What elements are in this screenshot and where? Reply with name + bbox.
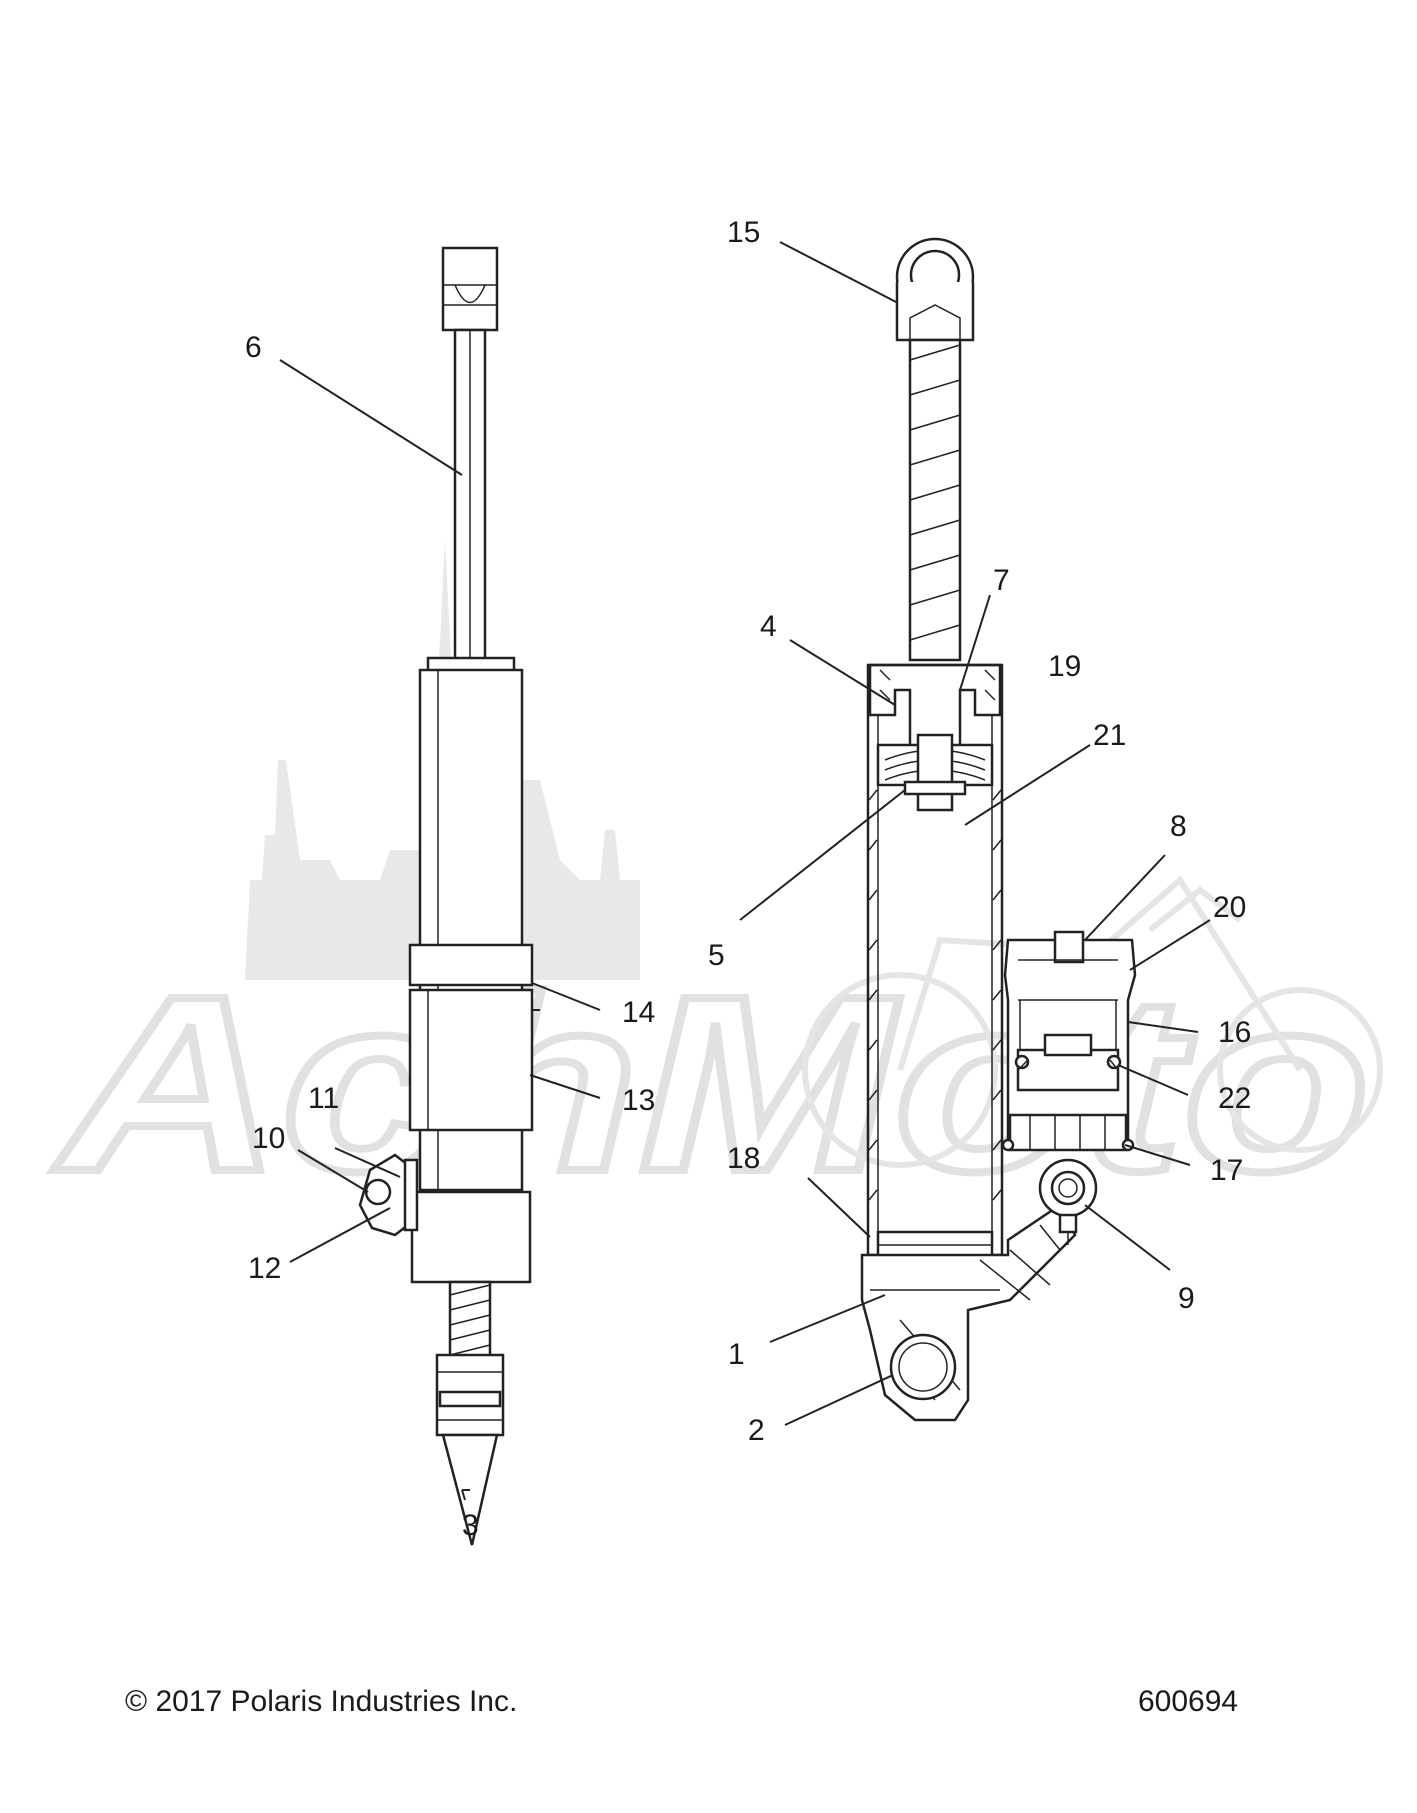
watermark: AchMoto (49, 540, 1383, 1227)
callout-20: 20 (1213, 891, 1246, 924)
callout-17: 17 (1210, 1154, 1243, 1187)
callout-10: 10 (252, 1122, 285, 1155)
callout-6: 6 (245, 331, 262, 364)
callout-12: 12 (248, 1252, 281, 1285)
watermark-text: AchMoto (53, 944, 1370, 1223)
callout-21: 21 (1093, 719, 1126, 752)
diagram-number: 600694 (1138, 1685, 1238, 1718)
right-reservoir (1001, 930, 1137, 1152)
right-banjo-fitting (1038, 1158, 1098, 1245)
callout-19: 19 (1048, 650, 1081, 683)
callout-11: 11 (308, 1082, 339, 1115)
left-bottom-block (410, 1190, 532, 1284)
callout-15: 15 (727, 216, 760, 249)
right-shock-assembly (860, 237, 1137, 1422)
footer: © 2017 Polaris Industries Inc. 600694 (125, 1685, 1238, 1718)
callout-labels: 6 15 4 7 19 21 5 8 20 14 16 22 11 13 10 … (245, 216, 1251, 1542)
leader-lines (279, 241, 1211, 1501)
callout-18: 18 (727, 1142, 760, 1175)
callout-7: 7 (993, 564, 1010, 597)
callout-2: 2 (748, 1414, 765, 1447)
callout-16: 16 (1218, 1016, 1251, 1049)
callout-22: 22 (1218, 1082, 1251, 1115)
callout-8: 8 (1170, 810, 1187, 843)
copyright-text: © 2017 Polaris Industries Inc. (125, 1685, 517, 1718)
left-top-mount (441, 246, 499, 332)
callout-14: 14 (622, 996, 655, 1029)
callout-13: 13 (622, 1084, 655, 1117)
callout-4: 4 (760, 610, 777, 643)
callout-1: 1 (728, 1338, 745, 1371)
callout-3: 3 (462, 1509, 479, 1542)
left-ring-13 (408, 988, 534, 1132)
right-bottom-bushing (889, 1333, 957, 1401)
left-ring-14 (408, 943, 534, 987)
callout-5: 5 (708, 939, 725, 972)
callout-9: 9 (1178, 1282, 1195, 1315)
